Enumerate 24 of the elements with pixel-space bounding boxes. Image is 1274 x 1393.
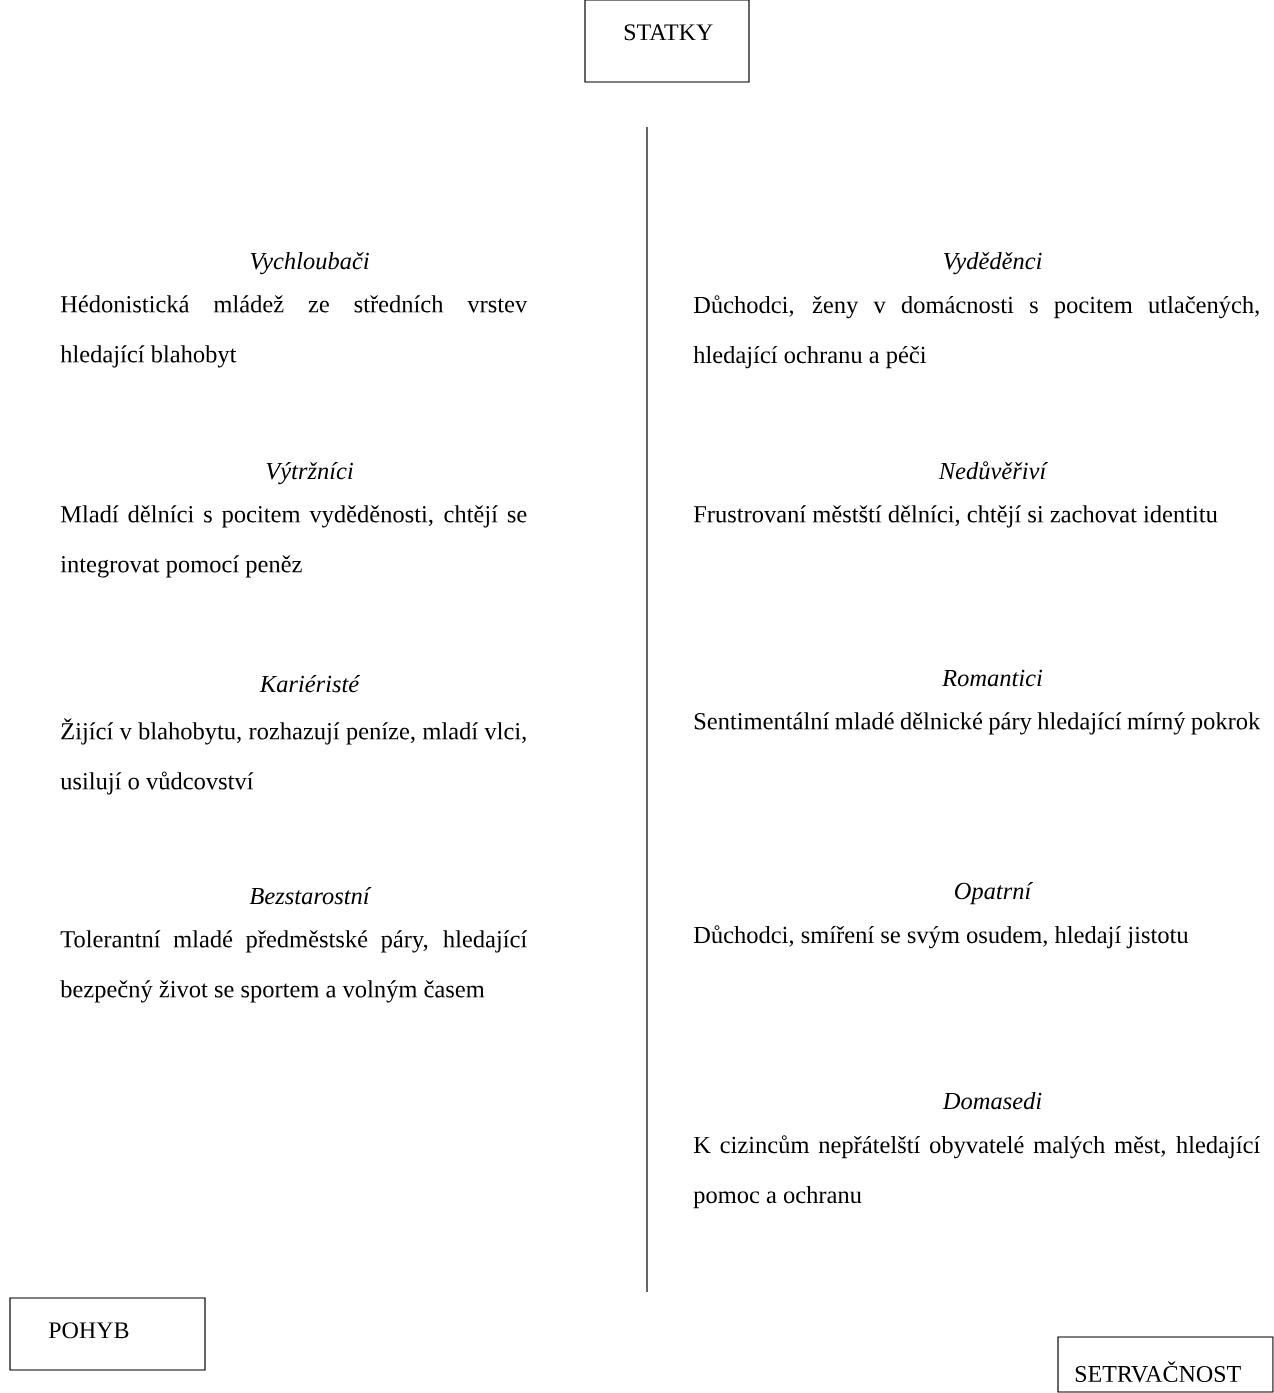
segment-description: Mladí dělníci s pocitem vyděděnosti, chtějí se integrovat pomocí peněz	[60, 505, 527, 578]
segment-description: K cizincům nepřátelští obyvatelé malých měst, hledající pomoc a ochranu	[693, 1135, 1261, 1209]
box	[584, 0, 750, 83]
segment-description: Důchodci, smíření se svým osudem, hledají jistotu	[693, 925, 1189, 949]
segment-description: Žijící v blahobytu, rozhazují peníze, mladí vlci, usilují o vůdcovství	[60, 718, 526, 795]
segment-description: Tolerantní mladé předměstské páry, hledající bezpečný život se sportem a volným časem	[60, 930, 527, 1003]
segment-heading: Vychloubači	[250, 252, 369, 275]
box	[9, 1297, 206, 1371]
box-label: POHYB	[48, 1322, 129, 1339]
segment-description: Důchodci, ženy v domácnosti s pocitem utlačených, hledající ochranu a péči	[693, 295, 1259, 369]
box	[1057, 1336, 1274, 1393]
box-label: SETRVAČNOST	[1075, 1361, 1241, 1383]
segment-description: Hédonistická mládež ze středních vrstev hledající blahobyt	[60, 295, 528, 368]
segment-heading: Romantici	[942, 669, 1043, 687]
segment-heading: Vyděděnci	[943, 252, 1042, 275]
segment-heading: Bezstarostní	[249, 887, 372, 905]
segment-description: Sentimentální mladé dělnické páry hledající mírný pokrok	[694, 712, 1261, 735]
segment-heading: Opatrní	[954, 882, 1034, 905]
segment-description: Frustrovaní městští dělníci, chtějí si zachovat identitu	[693, 505, 1218, 528]
segment-heading: Kariéristé	[259, 675, 361, 693]
segment-heading: Nedůvěřiví	[938, 461, 1049, 480]
segment-heading: Výtržníci	[266, 462, 353, 485]
segment-heading: Domasedi	[942, 1092, 1042, 1110]
box-label: STATKY	[624, 24, 713, 41]
